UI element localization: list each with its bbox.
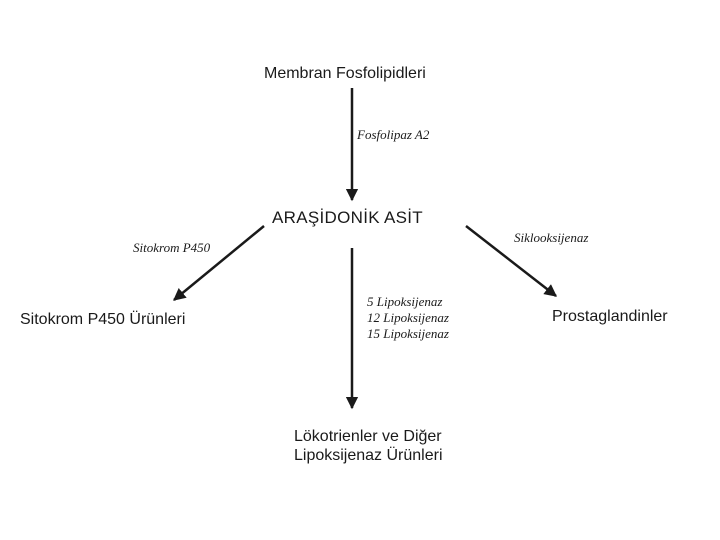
node-lokotrienler-line1: Lökotrienler ve Diğer (294, 428, 442, 445)
label-lipoksijenazlar: 5 Lipoksijenaz 12 Lipoksijenaz 15 Lipoks… (367, 294, 449, 342)
node-lokotrienler: Lökotrienler ve Diğer Lipoksijenaz Ürünl… (294, 427, 443, 465)
arrow-asit-to-sitokrom (173, 225, 265, 301)
label-12-lipoksijenaz: 12 Lipoksijenaz (367, 310, 449, 325)
node-sitokrom-p450-urunleri: Sitokrom P450 Ürünleri (20, 311, 186, 328)
label-fosfolipaz-a2: Fosfolipaz A2 (357, 127, 430, 142)
label-sitokrom-p450: Sitokrom P450 (133, 240, 211, 255)
node-arasidonik-asit: ARAŞİDONİK ASİT (272, 208, 423, 227)
node-lokotrienler-line2: Lipoksijenaz Ürünleri (294, 447, 443, 464)
label-15-lipoksijenaz: 15 Lipoksijenaz (367, 326, 449, 341)
node-membran-fosfolipidleri: Membran Fosfolipidleri (264, 65, 426, 82)
arrow-asit-to-prostaglandin (465, 225, 557, 297)
label-siklooksijenaz: Siklooksijenaz (514, 230, 589, 245)
label-5-lipoksijenaz: 5 Lipoksijenaz (367, 294, 443, 309)
node-prostaglandinler: Prostaglandinler (552, 308, 668, 325)
